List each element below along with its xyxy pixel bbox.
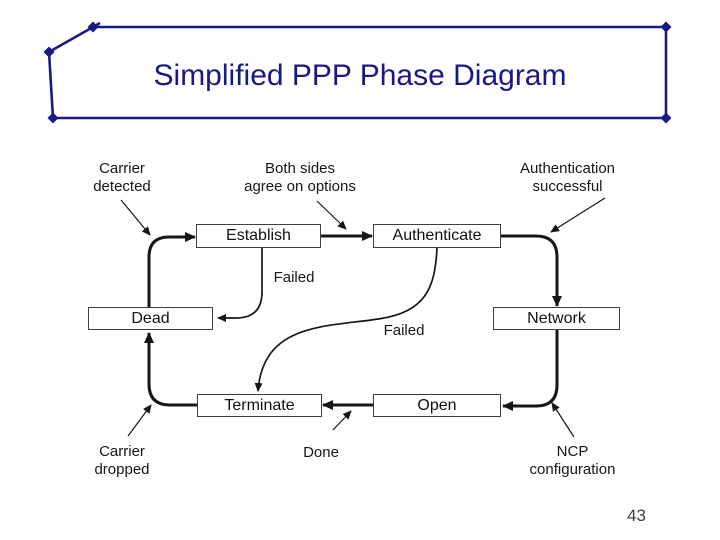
label-done: Done: [303, 444, 339, 461]
edge-dead-establish: [147, 232, 196, 309]
page-number: 43: [627, 506, 646, 525]
state-box-dead: Dead: [88, 307, 213, 330]
label-carrier-dropped: Carrier dropped: [94, 443, 150, 478]
label-failed-establish: Failed: [273, 269, 315, 286]
edge-network-open: [502, 330, 559, 411]
edge-establish-failed-dead: [217, 248, 263, 322]
edge-terminate-dead: [144, 332, 197, 407]
state-box-network: Network: [493, 307, 620, 330]
state-box-establish: Establish: [196, 224, 321, 248]
pointer-both-sides: [316, 200, 347, 230]
label-both-sides-agree: Both sides agree on options: [244, 160, 356, 195]
pointer-authentication-successful: [550, 197, 606, 233]
label-ncp-configuration: NCP configuration: [529, 443, 616, 478]
pointer-carrier-dropped: [127, 404, 152, 437]
pointer-ncp-configuration: [551, 402, 575, 438]
edge-authenticate-failed-terminate: [254, 247, 438, 392]
pointer-carrier-detected: [120, 199, 151, 236]
state-box-open: Open: [373, 394, 501, 417]
pointer-done: [332, 410, 352, 431]
label-failed-authenticate: Failed: [383, 322, 425, 339]
page-title: Simplified PPP Phase Diagram: [153, 59, 567, 92]
label-carrier-detected: Carrier detected: [93, 160, 151, 195]
title-border-decoration: [43, 21, 672, 124]
label-authentication-successful: Authentication successful: [519, 160, 616, 195]
state-box-terminate: Terminate: [197, 394, 322, 417]
state-box-authenticate: Authenticate: [373, 224, 501, 248]
edge-authenticate-network: [501, 234, 562, 307]
